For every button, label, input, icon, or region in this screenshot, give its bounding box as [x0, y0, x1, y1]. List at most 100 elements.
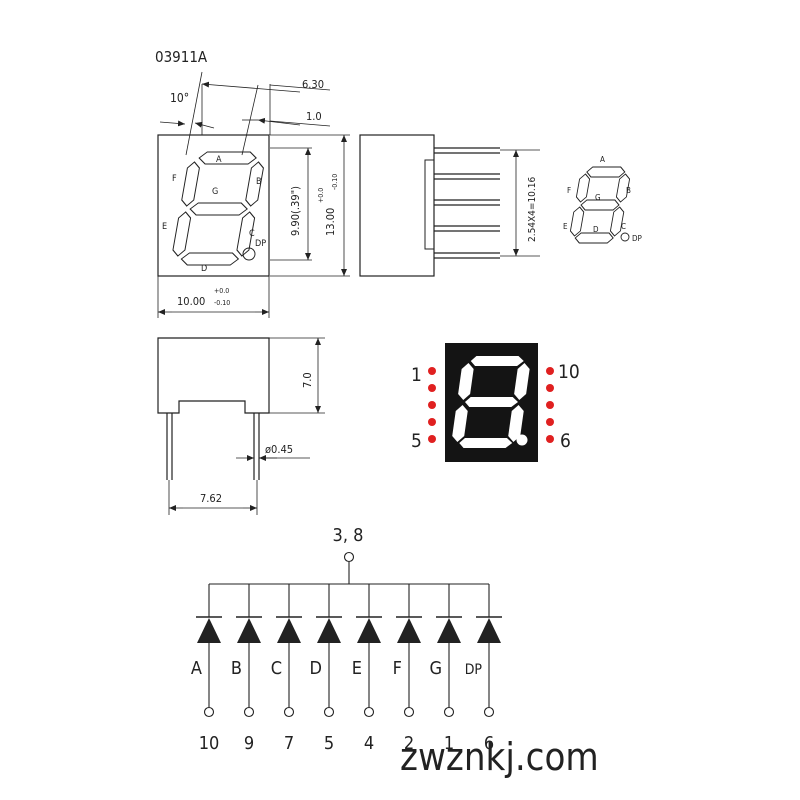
front-label-c: C [249, 229, 255, 239]
diode-pin-label: 9 [244, 733, 254, 754]
pin-terminal [243, 706, 255, 718]
dim-13-tol-plus: +0.0 [317, 188, 325, 203]
diode-segment-label: E [352, 658, 362, 679]
diode-pin-label: 7 [284, 733, 294, 754]
pinout-seg-dp [516, 434, 528, 446]
pin-dot [428, 435, 436, 443]
right-pin-dots [546, 367, 554, 443]
common-terminal [343, 551, 355, 563]
front-dp-dot [242, 247, 256, 261]
small-label-dp: DP [632, 234, 643, 243]
pin-dot [546, 418, 554, 426]
bottom-body-outline [157, 337, 270, 414]
front-seg-a [198, 151, 257, 165]
diode-g: G1 [429, 584, 462, 754]
front-seg-f [181, 161, 200, 207]
pin-label-1: 1 [411, 364, 422, 386]
dim-9-90: 9.90(.39") [289, 186, 302, 236]
pin-dot [546, 435, 554, 443]
diode-dp: DP 6 [465, 584, 502, 754]
diode-segment-label: F [393, 658, 402, 679]
diode-e: E4 [352, 584, 382, 754]
pinout-seg-f [458, 363, 474, 400]
dim-10-tol-minus: -0.10 [214, 299, 230, 307]
diode-pin-label: 2 [404, 733, 414, 754]
diode-f: F2 [393, 584, 422, 754]
pin-terminal [363, 706, 375, 718]
diode-segment-label: D [310, 658, 322, 679]
diode-triangle [437, 618, 461, 643]
diode-a: A 10 [191, 584, 222, 754]
front-seg-c [236, 211, 256, 257]
common-pin-label: 3, 8 [333, 525, 364, 546]
small-label-e: E [563, 222, 568, 231]
small-seg-c [609, 206, 625, 237]
small-label-a: A [600, 155, 605, 164]
small-label-f: F [567, 186, 571, 195]
front-view: 10° 6.30 1.0 A B C D E F G DP [157, 71, 350, 318]
dim-10-tol-plus: +0.0 [214, 287, 229, 295]
small-segment-diagram: A B C D E F G DP [563, 155, 643, 244]
angle-label: 10° [170, 91, 189, 105]
diode-segment-label: A [191, 658, 202, 679]
diode-pin-label: 4 [364, 733, 374, 754]
front-seg-d [180, 252, 240, 266]
front-label-a: A [216, 155, 222, 165]
pin-label-10: 10 [558, 361, 580, 383]
diode-pin-label: 6 [484, 733, 494, 754]
pinout-seg-a [470, 356, 524, 366]
pin-dot [546, 401, 554, 409]
diode-triangle [317, 618, 341, 643]
diode-c: C7 [271, 584, 302, 754]
diode-segment-label: DP [465, 662, 483, 678]
front-seg-g [189, 202, 248, 216]
small-seg-d [574, 232, 614, 244]
side-view: 2.54X4=10.16 [359, 134, 540, 277]
pin-dot [428, 401, 436, 409]
pinout-seg-b [514, 363, 530, 400]
front-seg-e [172, 211, 192, 257]
small-seg-g [580, 199, 620, 211]
diode-triangle [357, 618, 381, 643]
pin-label-5: 5 [411, 430, 422, 452]
dim-13-tol-minus: -0.10 [331, 174, 339, 190]
diode-triangle [397, 618, 421, 643]
bottom-view: 7.0 ø0.45 7.62 [157, 337, 325, 515]
diode-d: D5 [310, 584, 342, 754]
watermark: zwznkj.com [400, 735, 599, 779]
pin-terminal [283, 706, 295, 718]
dim-10-00: 10.00 [177, 295, 205, 308]
small-seg-b [615, 173, 631, 203]
pin-label-6: 6 [560, 430, 571, 452]
small-seg-f [575, 173, 591, 203]
front-label-d: D [201, 264, 207, 274]
small-label-c: C [621, 222, 626, 231]
pinout-seg-d [459, 438, 513, 448]
small-seg-a [586, 166, 626, 178]
diode-triangle [277, 618, 301, 643]
small-label-d: D [593, 225, 599, 234]
pin-terminal [443, 706, 455, 718]
pinout-illustration: 1 5 10 6 [411, 343, 580, 462]
front-body-outline [157, 134, 270, 277]
side-body-outline [359, 134, 435, 277]
diode-pin-label: 10 [199, 733, 220, 754]
small-dp-dot [620, 232, 630, 242]
pinout-seg-g [465, 397, 518, 407]
diode-triangle [197, 618, 221, 643]
pin-dot [546, 367, 554, 375]
pin-terminal [403, 706, 415, 718]
pinout-seg-e [452, 405, 468, 442]
front-seg-b [245, 161, 264, 207]
pin-terminal [483, 706, 495, 718]
diode-b: B9 [231, 584, 262, 754]
dim-1-0: 1.0 [306, 110, 322, 123]
pin-terminal [323, 706, 335, 718]
diode-triangle [477, 618, 501, 643]
front-label-f: F [172, 174, 177, 184]
front-label-b: B [256, 177, 262, 187]
dim-7-0: 7.0 [301, 372, 314, 388]
dim-pin-dia: ø0.45 [265, 443, 293, 456]
diode-pin-label: 1 [444, 733, 454, 754]
